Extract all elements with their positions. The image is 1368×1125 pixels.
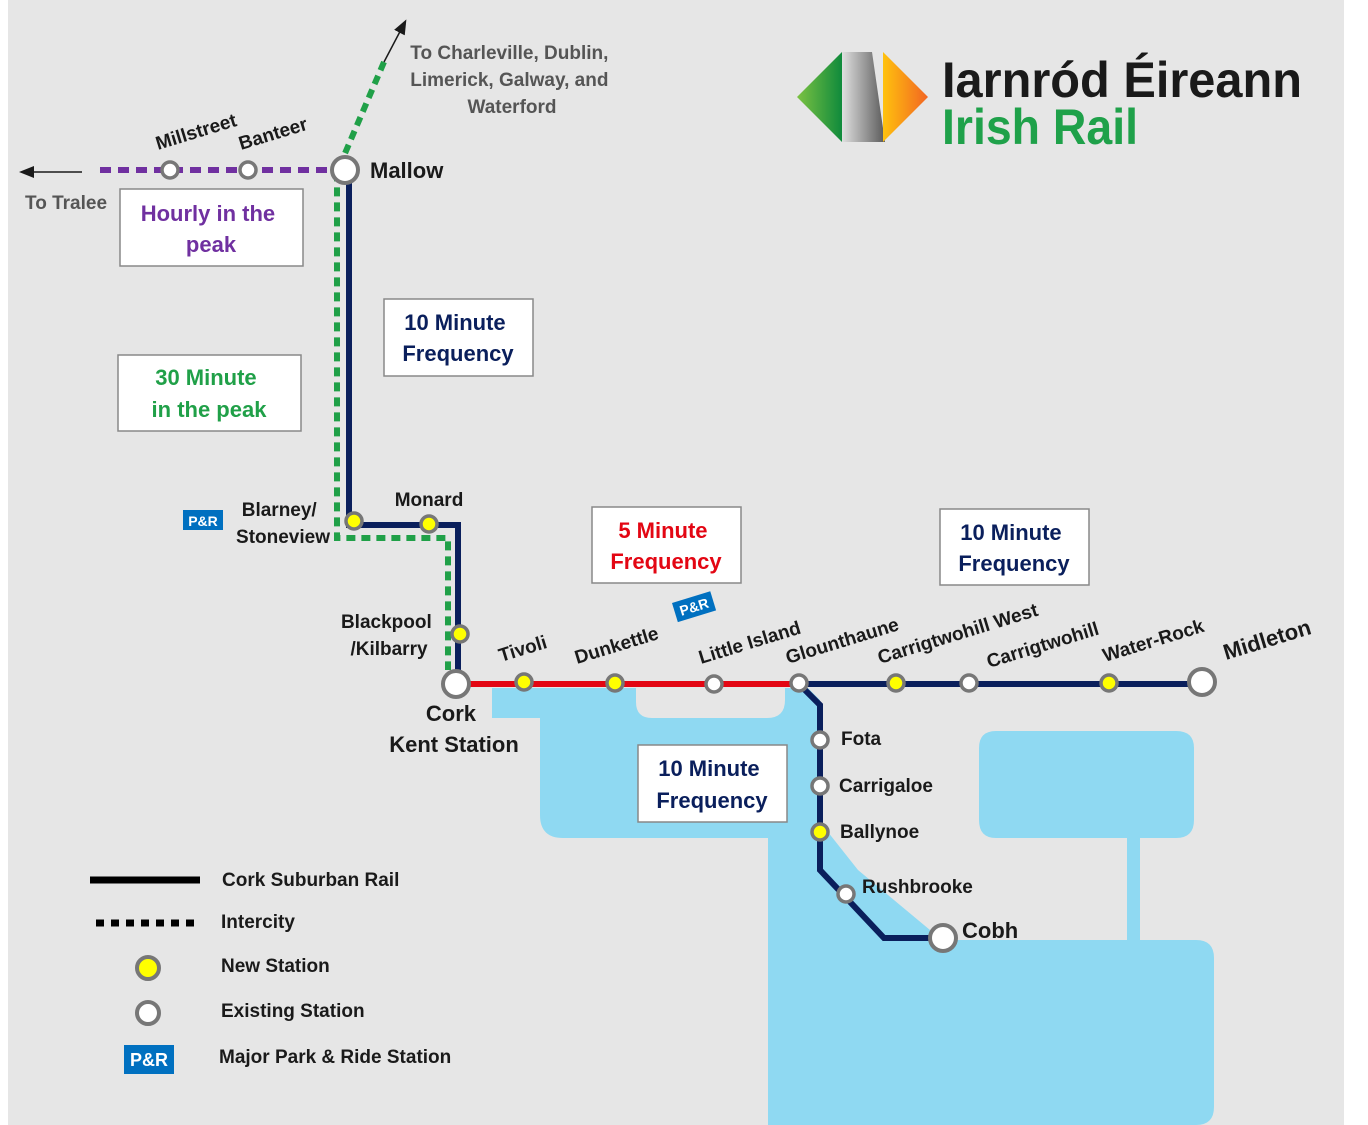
legend-park-ride-badge: P&R [130, 1050, 168, 1070]
legend-new-station-swatch [135, 955, 161, 981]
suburban-line-cobh [796, 681, 944, 941]
station-fota [810, 730, 830, 750]
legend-intercity-label: Intercity [221, 912, 295, 933]
station-dunkettle [605, 673, 625, 693]
legend-existing-station-swatch [135, 1000, 161, 1026]
frequency-box-midleton: 10 Minute Frequency [939, 508, 1090, 586]
station-blarney [344, 511, 364, 531]
station-glounthaune [789, 673, 809, 693]
legend-existing-station-label: Existing Station [221, 1001, 365, 1022]
svg-text:10 Minute Frequency: 10 Minute Frequency [656, 756, 768, 813]
station-tivoli [514, 672, 534, 692]
label-ballynoe: Ballynoe [840, 822, 919, 843]
irish-rail-logo: Iarnród Éireann Irish Rail [797, 52, 1302, 155]
intercity-line-green [334, 60, 451, 670]
station-little-island [704, 674, 724, 694]
station-carrigtwohill [959, 673, 979, 693]
station-mallow [330, 155, 360, 185]
station-water-rock [1099, 673, 1119, 693]
logo-irish-name: Iarnród Éireann [942, 52, 1302, 108]
label-mallow: Mallow [370, 158, 444, 183]
frequency-box-cobh: 10 Minute Frequency [637, 744, 788, 823]
park-ride-badge-dunkettle: P&R [672, 591, 717, 623]
frequency-box-tralee: Hourly in the peak [119, 188, 304, 267]
legend-park-ride-label: Major Park & Ride Station [219, 1047, 451, 1068]
station-banteer [238, 160, 258, 180]
svg-text:30 Minute in the peak: 30 Minute in the peak [152, 365, 268, 422]
svg-text:10 Minute Frequency: 10 Minute Frequency [958, 520, 1070, 576]
label-blarney: Blarney/ Stoneview [236, 500, 330, 548]
frequency-box-mallow: 10 Minute Frequency [383, 298, 534, 377]
label-fota: Fota [841, 729, 882, 750]
label-blackpool: Blackpool /Kilbarry [341, 612, 437, 660]
station-cobh [928, 923, 958, 953]
label-rushbrooke: Rushbrooke [862, 877, 973, 898]
legend-park-ride-swatch [124, 1045, 174, 1074]
frequency-box-intercity: 30 Minute in the peak [117, 354, 302, 432]
suburban-line-mallow [346, 170, 461, 682]
logo-mark-right [883, 52, 928, 142]
svg-text:10 Minute Frequency: 10 Minute Frequency [402, 310, 514, 366]
station-carrigaloe [810, 776, 830, 796]
park-ride-badge-blarney: P&R [183, 510, 223, 530]
legend-suburban-label: Cork Suburban Rail [222, 870, 399, 891]
svg-text:Hourly in the peak: Hourly in the peak [141, 201, 282, 257]
frequency-box-core: 5 Minute Frequency [591, 506, 742, 584]
logo-mark-left [797, 52, 842, 142]
station-monard [419, 514, 439, 534]
svg-text:P&R: P&R [188, 513, 218, 529]
label-cobh: Cobh [962, 918, 1018, 943]
legend: Cork Suburban Rail Intercity New Station… [90, 870, 451, 1074]
stations [160, 155, 1217, 953]
direction-west-label: To Tralee [25, 193, 107, 214]
station-blackpool [450, 624, 470, 644]
label-kent: Cork Kent Station [389, 701, 519, 757]
station-midleton [1187, 667, 1217, 697]
legend-new-station-label: New Station [221, 956, 330, 977]
label-monard: Monard [395, 490, 464, 511]
logo-english-name: Irish Rail [942, 99, 1138, 155]
station-millstreet [160, 160, 180, 180]
label-carrigaloe: Carrigaloe [839, 776, 933, 797]
svg-text:5 Minute Frequency: 5 Minute Frequency [610, 518, 722, 574]
station-rushbrooke [836, 884, 856, 904]
station-kent [441, 669, 471, 699]
station-carrigtwohill-west [886, 673, 906, 693]
direction-north-label: To Charleville, Dublin, Limerick, Galway… [410, 43, 613, 118]
arrow-north [383, 19, 407, 63]
station-ballynoe [810, 822, 830, 842]
logo-mark-middle [842, 52, 885, 142]
